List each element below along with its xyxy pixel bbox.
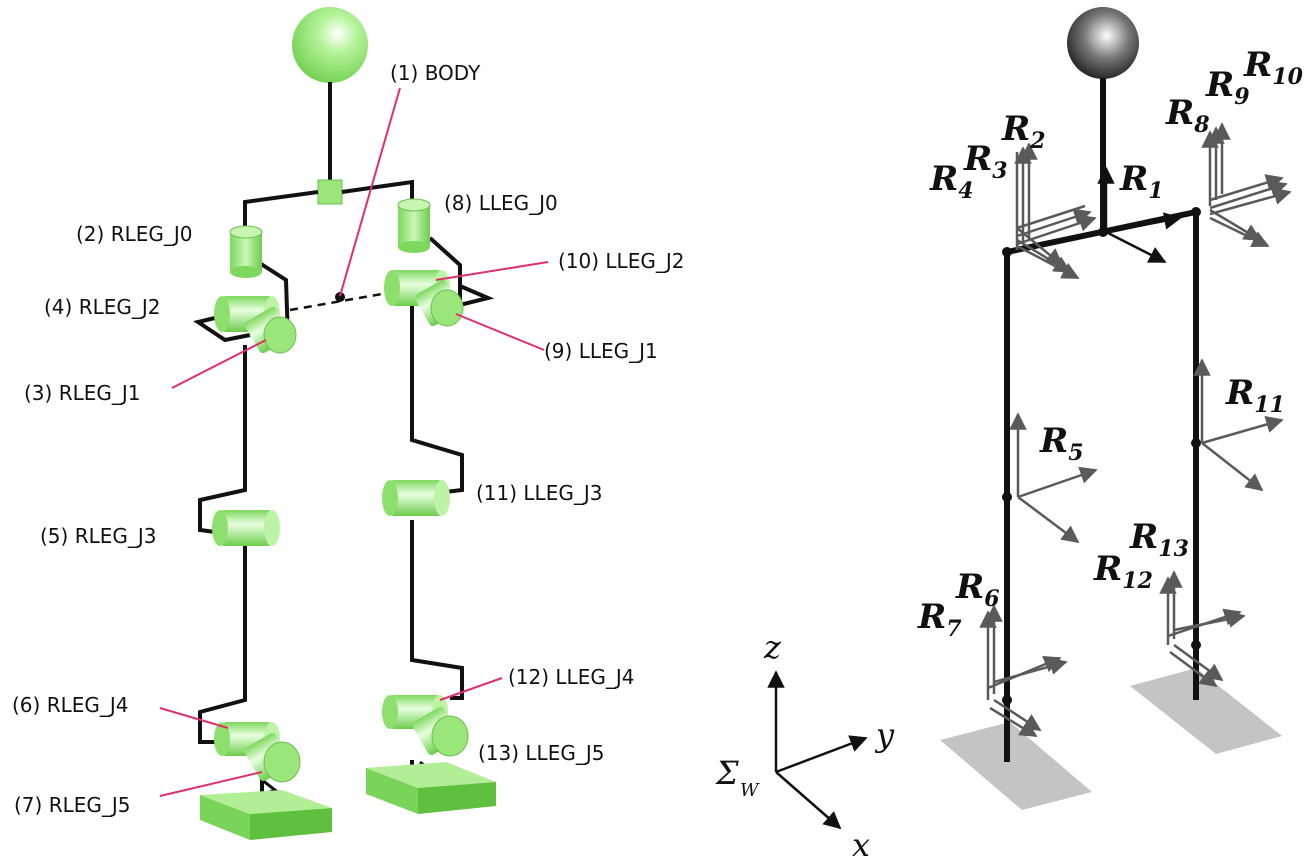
body-origin-dot <box>335 292 345 302</box>
left-foot-plate <box>1130 668 1282 754</box>
rleg-j5-cylinder <box>244 733 301 783</box>
label-r7: R7 <box>917 597 962 642</box>
frame-r1-arrows <box>1097 166 1182 264</box>
label-r6: R6 <box>955 567 1000 612</box>
leader-lleg-j4 <box>439 677 503 701</box>
world-frame: z y x Σ W <box>715 628 895 864</box>
leader-rleg-j1 <box>171 339 267 389</box>
right-leg-link <box>198 260 290 795</box>
leader-lleg-j1 <box>455 313 545 351</box>
rleg-j0-cylinder <box>229 225 263 278</box>
label-rleg-j2: (4) RLEG_J2 <box>44 295 160 319</box>
label-r2: R2 <box>1001 109 1046 154</box>
left-foot <box>366 762 496 814</box>
label-r8: R8 <box>1165 93 1210 138</box>
lleg-j3-cylinder <box>382 480 450 516</box>
frame-r6-r7-arrows <box>979 604 1068 738</box>
rleg-j1-cylinder <box>244 306 297 354</box>
label-body: (1) BODY <box>390 61 481 85</box>
frame-r2-r4-arrows <box>1014 142 1097 278</box>
frame-r12-r13-arrows <box>1159 570 1246 688</box>
frame-r11-arrows <box>1193 358 1284 492</box>
lleg-j0-cylinder <box>397 198 431 253</box>
label-r12: R12 <box>1093 549 1153 594</box>
head-sphere-dark <box>1067 7 1139 79</box>
label-lleg-j1: (9) LLEG_J1 <box>544 339 658 363</box>
right-hip-bracket <box>193 316 251 343</box>
world-sigma-label: Σ <box>715 754 739 792</box>
pelvis-link <box>243 179 414 232</box>
leader-lines <box>159 87 549 797</box>
left-robot-model: (1) BODY (2) RLEG_J0 (4) RLEG_J2 (3) RLE… <box>12 7 684 840</box>
label-r13: R13 <box>1129 517 1189 562</box>
label-lleg-j0: (8) LLEG_J0 <box>444 191 558 215</box>
label-r3: R3 <box>963 139 1008 184</box>
right-robot-model: R1 R2 R3 R4 R5 R6 R7 R8 R9 R10 R11 R12 R… <box>917 7 1304 810</box>
frame-r5-arrows <box>1009 412 1098 544</box>
lleg-j1-cylinder <box>414 279 464 327</box>
label-r4: R4 <box>929 159 974 204</box>
leader-rleg-j4 <box>159 707 229 729</box>
leader-rleg-j5 <box>159 771 263 797</box>
label-lleg-j5: (13) LLEG_J5 <box>478 741 604 765</box>
world-sigma-sub: W <box>740 780 760 801</box>
right-foot <box>200 790 332 840</box>
label-r5: R5 <box>1039 421 1084 466</box>
rleg-j3-cylinder <box>212 510 280 546</box>
world-x-label: x <box>852 826 870 864</box>
world-y-axis <box>775 735 868 774</box>
robot-skeleton <box>1004 78 1199 762</box>
label-rleg-j3: (5) RLEG_J3 <box>40 524 156 548</box>
world-z-label: z <box>763 628 782 666</box>
skeleton-joints <box>1002 207 1201 705</box>
head-sphere <box>292 7 368 83</box>
lleg-j5-cylinder <box>412 707 469 757</box>
label-lleg-j3: (11) LLEG_J3 <box>476 481 602 505</box>
world-y-label: y <box>874 716 895 754</box>
label-r1: R1 <box>1119 159 1164 204</box>
label-rleg-j1: (3) RLEG_J1 <box>24 381 140 405</box>
label-r9: R9 <box>1205 65 1250 110</box>
label-rleg-j0: (2) RLEG_J0 <box>76 222 192 246</box>
label-r10: R10 <box>1243 45 1304 90</box>
body-box <box>317 179 343 205</box>
frame-r8-r10-arrows <box>1201 122 1292 248</box>
right-foot-plate <box>940 722 1092 810</box>
world-x-axis <box>775 771 842 830</box>
label-r11: R11 <box>1225 373 1285 418</box>
label-lleg-j2: (10) LLEG_J2 <box>558 249 684 273</box>
label-rleg-j4: (6) RLEG_J4 <box>12 693 128 717</box>
leader-body <box>339 87 401 297</box>
leader-lleg-j2 <box>435 261 549 281</box>
hip-dashed-axis <box>289 288 406 312</box>
label-rleg-j5: (7) RLEG_J5 <box>14 793 130 817</box>
label-lleg-j4: (12) LLEG_J4 <box>508 665 634 689</box>
